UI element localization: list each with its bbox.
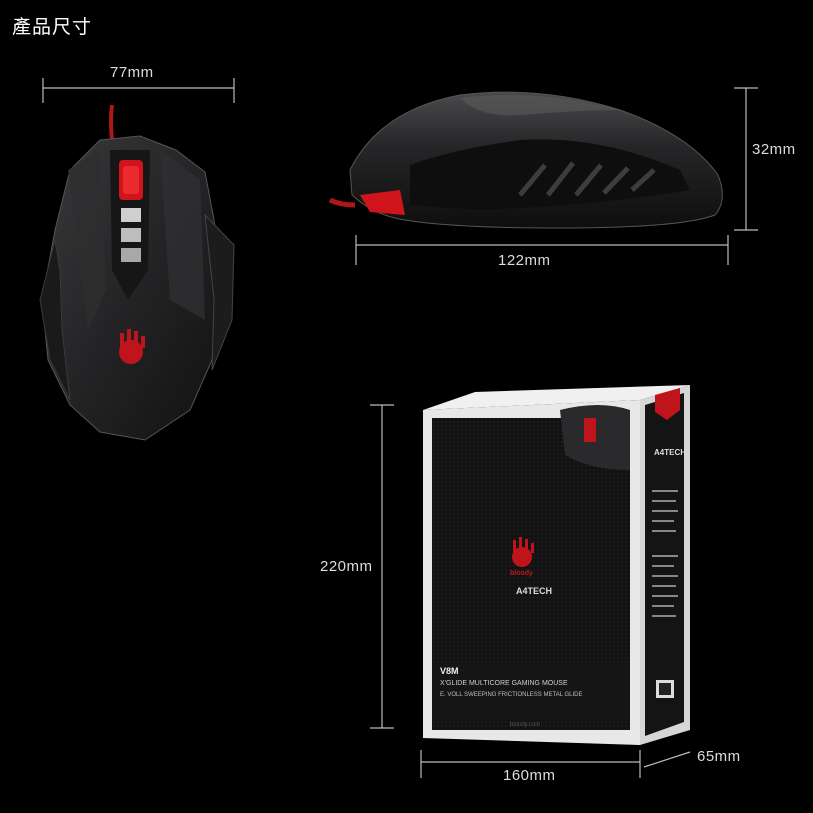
box-tagline-1: X'GLIDE MULTICORE GAMING MOUSE xyxy=(440,680,568,687)
dim-line-top-width xyxy=(42,78,235,103)
box-brand-front: A4TECH xyxy=(516,586,553,596)
dim-line-side-length xyxy=(355,235,729,265)
bloody-logo-icon xyxy=(119,329,145,364)
product-box xyxy=(423,385,690,745)
box-brand-side: A4TECH xyxy=(654,448,687,457)
dim-line-box-height xyxy=(370,404,394,729)
dim-label-side-height: 32mm xyxy=(752,141,796,158)
dim-line-box-width xyxy=(420,750,641,778)
dim-label-box-height: 220mm xyxy=(320,558,373,575)
box-url: bloody.com xyxy=(510,722,541,728)
dim-label-side-length: 122mm xyxy=(498,252,551,269)
mouse-side-view xyxy=(328,91,723,229)
dim-label-box-width: 160mm xyxy=(503,767,556,784)
page-title: 產品尺寸 xyxy=(12,16,93,38)
box-model: V8M xyxy=(440,666,459,676)
box-logo-text: bloody xyxy=(510,570,533,577)
dim-line-side-height xyxy=(734,87,758,231)
box-logo-icon xyxy=(512,537,534,567)
mouse-top-view xyxy=(39,104,235,441)
box-tagline-2: E. VOLL SWEEPING FRICTIONLESS METAL GLID… xyxy=(440,692,583,698)
dim-label-box-depth: 65mm xyxy=(697,748,741,765)
dim-line-box-depth xyxy=(643,751,691,768)
dim-label-top-width: 77mm xyxy=(110,64,154,81)
box-side-text-lines xyxy=(652,490,678,617)
